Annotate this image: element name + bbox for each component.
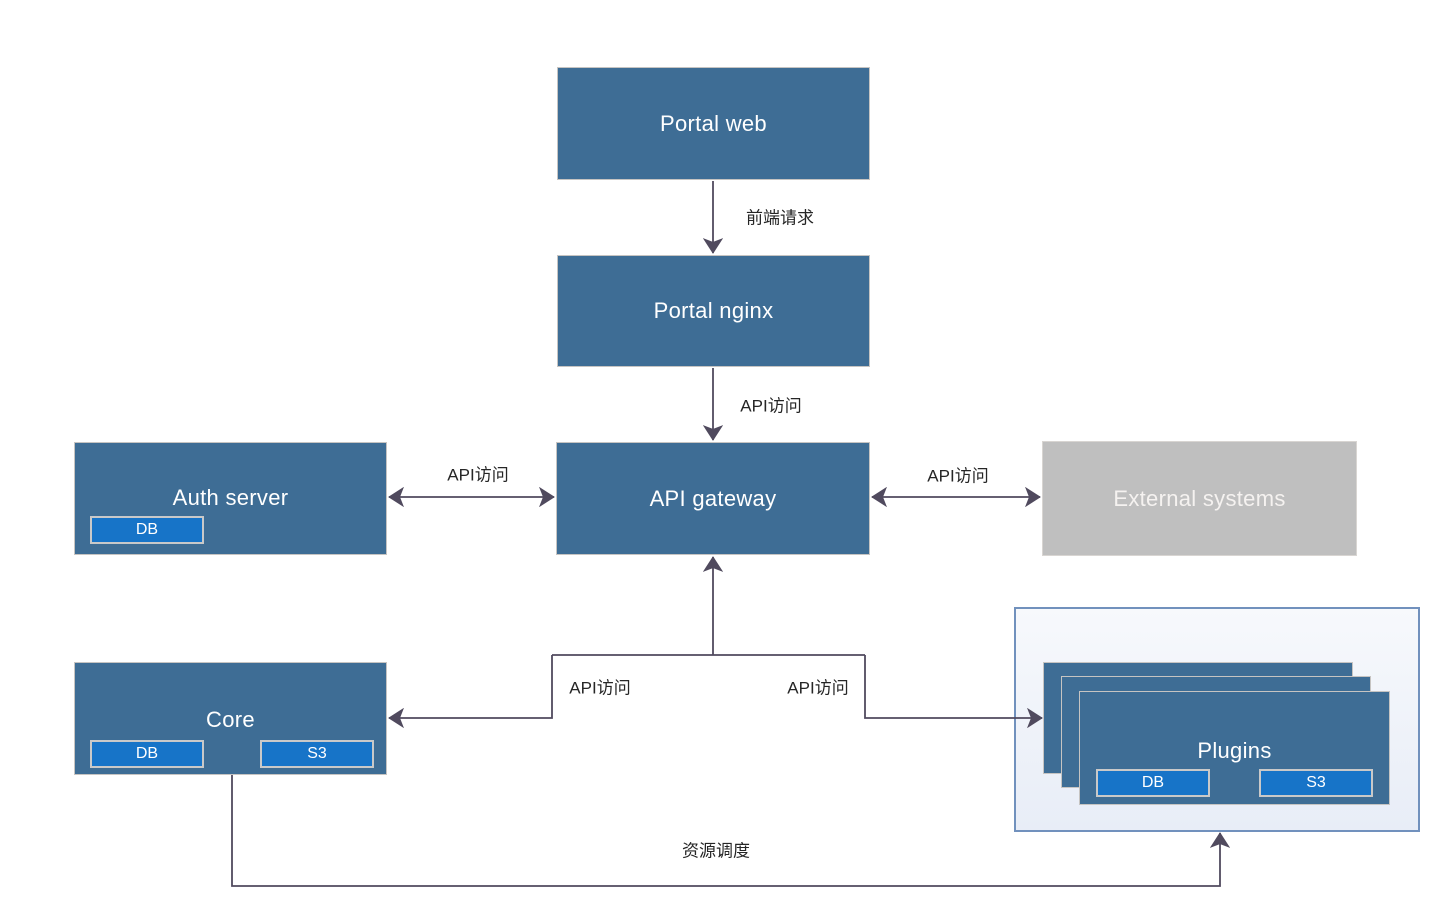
node-auth-server: Auth server DB [74,442,387,555]
node-portal-nginx: Portal nginx [557,255,870,367]
edge-label-api-access-gateway-plugins: API访问 [787,678,849,698]
edge-label-resource-scheduling: 资源调度 [682,841,750,861]
node-core: Core DB S3 [74,662,387,775]
node-portal-nginx-label: Portal nginx [653,298,774,323]
plugins-db-subnode: DB [1096,769,1210,797]
plugins-s3-label: S3 [1306,774,1326,791]
node-api-gateway: API gateway [556,442,870,555]
node-portal-web-label: Portal web [660,110,767,136]
node-auth-server-label: Auth server [172,485,289,510]
auth-server-db-label: DB [135,521,159,538]
plugins-db-label: DB [1141,774,1165,791]
auth-server-db-subnode: DB [90,516,204,544]
core-s3-label: S3 [307,745,327,762]
node-portal-web: Portal web [557,67,870,180]
edge-label-api-access-gateway-external: API访问 [927,466,989,486]
core-db-subnode: DB [90,740,204,768]
node-core-label: Core [206,707,255,732]
core-db-label: DB [135,745,159,762]
edge-label-frontend-request: 前端请求 [746,208,814,228]
node-external-systems-label: External systems [1113,485,1286,511]
node-plugins-label: Plugins [1197,738,1272,763]
node-external-systems: External systems [1042,441,1357,556]
edge-label-api-access-gateway-core: API访问 [569,678,631,698]
core-s3-subnode: S3 [260,740,374,768]
edge-label-api-access-nginx-gateway: API访问 [740,396,802,416]
plugins-s3-subnode: S3 [1259,769,1373,797]
node-plugins: Plugins DB S3 [1079,691,1390,805]
node-api-gateway-label: API gateway [649,485,777,511]
edge-label-api-access-auth-gateway: API访问 [447,465,509,485]
